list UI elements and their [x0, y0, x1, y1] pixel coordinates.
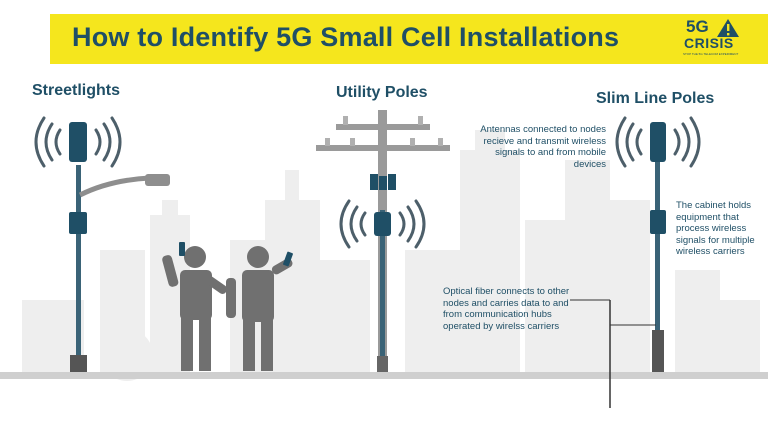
- signal-waves-icon: [339, 199, 426, 249]
- 5g-crisis-logo: 5G CRISIS STOP THE 5G TELECOM EXPERIMENT: [682, 17, 744, 61]
- logo-tagline: STOP THE 5G TELECOM EXPERIMENT: [683, 52, 739, 56]
- heading-utility-poles: Utility Poles: [336, 84, 428, 101]
- antenna-node: [374, 212, 391, 236]
- person-with-phone-figure: [226, 246, 293, 371]
- signal-waves-icon: [615, 116, 701, 168]
- callout-cabinet: The cabinet holds equipment that process…: [676, 200, 755, 257]
- warning-triangle-icon: [717, 19, 739, 37]
- heading-streetlights: Streetlights: [32, 82, 121, 99]
- heading-slim-line-poles: Slim Line Poles: [596, 90, 715, 107]
- signal-waves-icon: [34, 116, 122, 168]
- callout-antennas: Antennas connected to nodes recieve and …: [480, 124, 606, 170]
- page-title: How to Identify 5G Small Cell Installati…: [72, 22, 620, 52]
- cabinet-box: [650, 210, 666, 234]
- title-banner: [50, 14, 768, 64]
- callout-fiber: Optical fiber connects to other nodes an…: [443, 286, 570, 332]
- logo-text-5g: 5G: [686, 17, 709, 36]
- person-on-phone-figure: [162, 242, 228, 371]
- antenna-node: [650, 122, 666, 162]
- antenna-node: [69, 122, 87, 162]
- cabinet-box: [69, 212, 87, 234]
- logo-text-crisis: CRISIS: [684, 35, 734, 51]
